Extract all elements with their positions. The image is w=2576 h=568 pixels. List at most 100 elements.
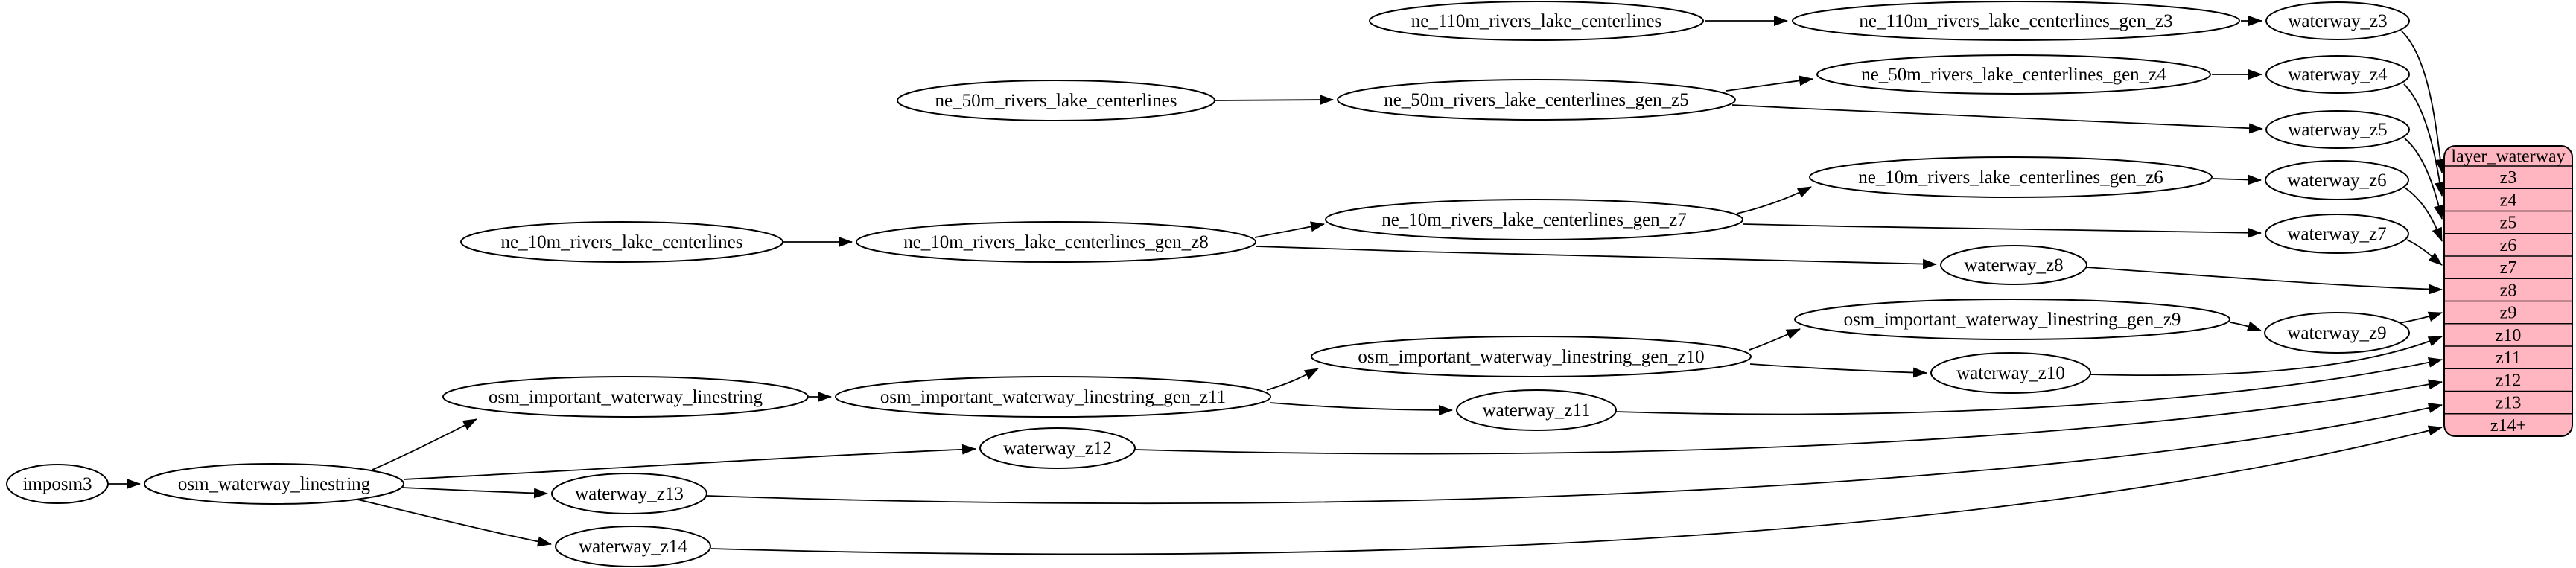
edge-waterway_z3-to-layer_waterway-z3 [2401, 31, 2446, 173]
edge-ne_10m_rivers_lake_centerlines_gen_z7-to-ne_10m_rivers_lake_centerlines_gen_z6 [1736, 186, 1812, 214]
node-ne_10m_rivers_lake_centerlines_gen_z7: ne_10m_rivers_lake_centerlines_gen_z7 [1325, 199, 1743, 240]
node-label-waterway_z8: waterway_z8 [1964, 255, 2063, 275]
node-shape-waterway_z14 [555, 526, 711, 567]
record-row-z8: z8 [2500, 281, 2517, 300]
edge-osm_important_waterway_linestring_gen_z10-to-waterway_z10 [1749, 363, 1927, 378]
edge-ne_10m_rivers_lake_centerlines_gen_z6-to-waterway_z6 [2212, 174, 2262, 185]
node-shape-waterway_z11 [1456, 389, 1617, 431]
node-label-osm_important_waterway_linestring_gen_z10: osm_important_waterway_linestring_gen_z1… [1358, 347, 1704, 367]
node-osm_waterway_linestring: osm_waterway_linestring [144, 463, 404, 505]
node-label-ne_50m_rivers_lake_centerlines: ne_50m_rivers_lake_centerlines [935, 91, 1177, 111]
node-osm_important_waterway_linestring_gen_z9: osm_important_waterway_linestring_gen_z9 [1794, 299, 2230, 340]
node-label-osm_waterway_linestring: osm_waterway_linestring [178, 474, 371, 494]
node-shape-ne_50m_rivers_lake_centerlines_gen_z4 [1816, 54, 2211, 95]
node-shape-waterway_z9 [2264, 312, 2410, 354]
node-osm_important_waterway_linestring: osm_important_waterway_linestring [442, 376, 809, 418]
node-shape-osm_important_waterway_linestring_gen_z9 [1794, 299, 2230, 340]
edge-osm_waterway_linestring-to-osm_important_waterway_linestring [372, 418, 477, 470]
node-waterway_z8: waterway_z8 [1940, 245, 2087, 285]
record-row-z13: z13 [2496, 394, 2522, 413]
node-imposm3: imposm3 [6, 464, 109, 504]
node-waterway_z7: waterway_z7 [2265, 214, 2409, 254]
node-ne_50m_rivers_lake_centerlines_gen_z4: ne_50m_rivers_lake_centerlines_gen_z4 [1816, 54, 2211, 95]
edge-waterway_z9-to-layer_waterway-z9 [2399, 311, 2443, 324]
edge-osm_important_waterway_linestring_gen_z9-to-waterway_z9 [2230, 321, 2262, 331]
record-row-z14+: z14+ [2490, 416, 2526, 435]
edge-osm_waterway_linestring-to-waterway_z12 [403, 444, 976, 480]
node-waterway_z4: waterway_z4 [2265, 55, 2410, 94]
edge-waterway_z14-to-layer_waterway-z14+ [710, 425, 2443, 555]
node-label-waterway_z6: waterway_z6 [2287, 170, 2386, 191]
node-waterway_z13: waterway_z13 [551, 473, 707, 514]
node-shape-waterway_z10 [1930, 352, 2091, 394]
node-label-waterway_z14: waterway_z14 [579, 537, 687, 557]
node-shape-imposm3 [6, 464, 109, 504]
node-shape-waterway_z6 [2265, 160, 2409, 200]
node-waterway_z9: waterway_z9 [2264, 312, 2410, 354]
node-label-osm_important_waterway_linestring: osm_important_waterway_linestring [489, 387, 763, 407]
node-waterway_z3: waterway_z3 [2265, 1, 2410, 40]
node-shape-osm_important_waterway_linestring_gen_z10 [1311, 336, 1752, 377]
node-label-waterway_z10: waterway_z10 [1956, 363, 2065, 383]
edges-layer [108, 16, 2446, 555]
record-row-z5: z5 [2500, 214, 2517, 233]
node-label-ne_110m_rivers_lake_centerlines: ne_110m_rivers_lake_centerlines [1411, 11, 1661, 31]
node-label-ne_10m_rivers_lake_centerlines_gen_z7: ne_10m_rivers_lake_centerlines_gen_z7 [1381, 210, 1687, 230]
edge-ne_50m_rivers_lake_centerlines_gen_z5-to-ne_50m_rivers_lake_centerlines_gen_z4 [1726, 75, 1813, 92]
node-shape-ne_50m_rivers_lake_centerlines_gen_z5 [1337, 79, 1736, 121]
edge-waterway_z11-to-layer_waterway-z11 [1615, 357, 2443, 415]
node-shape-waterway_z7 [2265, 214, 2409, 254]
node-label-osm_important_waterway_linestring_gen_z9: osm_important_waterway_linestring_gen_z9 [1844, 310, 2181, 330]
node-label-osm_important_waterway_linestring_gen_z11: osm_important_waterway_linestring_gen_z1… [880, 387, 1226, 407]
record-row-z3: z3 [2500, 168, 2517, 188]
node-waterway_z12: waterway_z12 [979, 427, 1136, 469]
record-row-z11: z11 [2496, 348, 2521, 368]
node-shape-osm_important_waterway_linestring [442, 376, 809, 418]
record-row-z7: z7 [2500, 258, 2517, 278]
node-shape-ne_110m_rivers_lake_centerlines [1369, 1, 1704, 41]
node-label-waterway_z5: waterway_z5 [2288, 120, 2387, 140]
record-row-z9: z9 [2500, 304, 2517, 323]
node-label-imposm3: imposm3 [22, 474, 92, 494]
edge-osm_important_waterway_linestring_gen_z10-to-osm_important_waterway_linestring_gen_z9 [1749, 328, 1801, 351]
node-osm_important_waterway_linestring_gen_z11: osm_important_waterway_linestring_gen_z1… [835, 376, 1271, 418]
node-shape-waterway_z4 [2265, 55, 2410, 94]
edge-waterway_z12-to-layer_waterway-z12 [1133, 379, 2443, 455]
node-ne_110m_rivers_lake_centerlines_gen_z3: ne_110m_rivers_lake_centerlines_gen_z3 [1792, 1, 2240, 41]
edge-waterway_z13-to-layer_waterway-z13 [707, 403, 2443, 505]
edge-ne_10m_rivers_lake_centerlines_gen_z8-to-waterway_z8 [1256, 246, 1937, 269]
node-label-waterway_z4: waterway_z4 [2288, 65, 2388, 85]
edge-osm_important_waterway_linestring_gen_z11-to-osm_important_waterway_linestring_gen_z10 [1266, 368, 1319, 391]
node-shape-ne_10m_rivers_lake_centerlines [460, 221, 783, 263]
edge-waterway_z5-to-layer_waterway-z5 [2404, 138, 2444, 220]
nodes-layer: imposm3 osm_waterway_linestring osm_import… [6, 1, 2410, 567]
record-layer: layer_waterwayz3z4z5z6z7z8z9z10z11z12z13… [2443, 145, 2573, 437]
node-label-ne_50m_rivers_lake_centerlines_gen_z5: ne_50m_rivers_lake_centerlines_gen_z5 [1384, 90, 1689, 110]
node-label-waterway_z3: waterway_z3 [2288, 11, 2387, 31]
record-layer_waterway: layer_waterwayz3z4z5z6z7z8z9z10z11z12z13… [2443, 145, 2573, 437]
node-waterway_z5: waterway_z5 [2265, 110, 2410, 149]
node-shape-ne_50m_rivers_lake_centerlines [897, 80, 1215, 121]
edge-osm_waterway_linestring-to-waterway_z13 [402, 487, 548, 499]
edge-ne_10m_rivers_lake_centerlines_gen_z7-to-waterway_z7 [1743, 223, 2262, 238]
node-shape-ne_10m_rivers_lake_centerlines_gen_z6 [1809, 156, 2213, 198]
edge-osm_important_waterway_linestring_gen_z11-to-waterway_z11 [1269, 402, 1453, 415]
edge-waterway_z4-to-layer_waterway-z4 [2403, 83, 2446, 197]
record-row-z10: z10 [2496, 326, 2522, 345]
node-shape-ne_10m_rivers_lake_centerlines_gen_z8 [856, 221, 1256, 263]
node-label-ne_10m_rivers_lake_centerlines: ne_10m_rivers_lake_centerlines [501, 232, 743, 252]
record-row-z12: z12 [2496, 371, 2522, 390]
node-label-waterway_z7: waterway_z7 [2287, 224, 2386, 244]
node-shape-waterway_z8 [1940, 245, 2087, 285]
record-outline [2443, 145, 2573, 437]
record-row-z4: z4 [2500, 191, 2517, 210]
edge-waterway_z7-to-layer_waterway-z7 [2406, 239, 2443, 266]
node-ne_50m_rivers_lake_centerlines_gen_z5: ne_50m_rivers_lake_centerlines_gen_z5 [1337, 79, 1736, 121]
edge-osm_waterway_linestring-to-waterway_z14 [357, 499, 552, 547]
node-shape-ne_110m_rivers_lake_centerlines_gen_z3 [1792, 1, 2240, 41]
node-shape-osm_important_waterway_linestring_gen_z11 [835, 376, 1271, 418]
node-osm_important_waterway_linestring_gen_z10: osm_important_waterway_linestring_gen_z1… [1311, 336, 1752, 377]
node-label-waterway_z9: waterway_z9 [2287, 323, 2386, 343]
node-waterway_z11: waterway_z11 [1456, 389, 1617, 431]
